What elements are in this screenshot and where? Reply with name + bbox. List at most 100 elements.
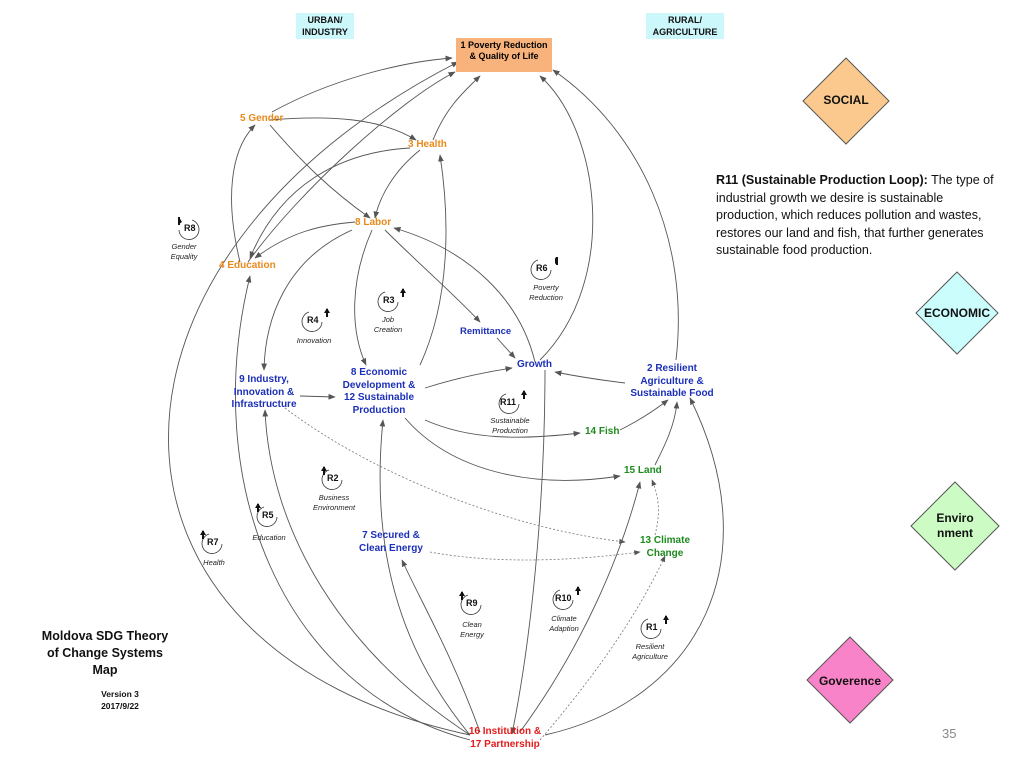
link-econ-health — [419, 154, 447, 366]
node-growth: Growth — [517, 359, 552, 370]
loop-r8-caption: Gender Equality — [170, 242, 198, 261]
node-fish: 14 Fish — [585, 426, 620, 437]
loop-r10: R10 — [552, 586, 581, 610]
node-clean-energy: 7 Secured & Clean Energy — [359, 530, 423, 554]
loop-r7-caption: Health — [203, 558, 225, 567]
loop-r1-id: R1 — [646, 622, 658, 632]
loop-r4-caption: Innovation — [296, 336, 332, 345]
loop-r8: R8 — [178, 217, 200, 240]
social-label: SOCIAL — [823, 93, 869, 107]
node-climate-change: 13 Climate Change — [639, 535, 691, 559]
link-labor-remittance — [384, 229, 481, 323]
link-agri-growth — [554, 370, 626, 384]
loop-r2-id: R2 — [327, 473, 339, 483]
loop-r11: R11 — [498, 390, 527, 414]
link-institution-agri — [544, 397, 724, 736]
link-gender-poverty — [271, 55, 453, 113]
link-industry-econ — [299, 393, 336, 400]
link-econ-fish — [424, 419, 581, 438]
map-title: Moldova SDG Theory of Change Systems Map — [41, 629, 169, 677]
link-institution-energy — [401, 559, 481, 733]
link-remittance-growth — [496, 337, 516, 359]
loop-r10-caption: Climate Adaption — [549, 614, 579, 633]
loop-r4-id: R4 — [307, 315, 319, 325]
loop-r10-id: R10 — [555, 593, 572, 603]
link-fish-agri — [619, 399, 669, 431]
environment-label: Enviro nment — [936, 511, 974, 540]
link-health-education — [249, 147, 411, 259]
link-institution-industry — [262, 409, 471, 736]
link-institution-poverty — [168, 61, 471, 736]
node-poverty-reduction: 1 Poverty Reduction & Quality of Life — [456, 38, 552, 72]
loop-r9-id: R9 — [466, 598, 478, 608]
loop-r11-id: R11 — [500, 397, 516, 407]
link-energy-climate — [429, 550, 641, 561]
link-labor-education — [254, 221, 356, 259]
link-climate-land — [651, 479, 659, 536]
link-institution-land — [519, 481, 642, 733]
link-gender-health — [269, 117, 417, 141]
link-health-poverty — [432, 75, 481, 141]
link-agri-poverty — [552, 69, 679, 361]
loop-r3-id: R3 — [383, 295, 395, 305]
link-land-agri — [654, 401, 680, 466]
link-institution-econ — [379, 419, 471, 736]
economic-diamond — [915, 271, 999, 355]
link-education-gender — [231, 124, 256, 263]
environment-diamond — [910, 481, 1000, 571]
loop-r2: R2 — [321, 466, 343, 490]
loop-r9: R9 — [459, 591, 482, 615]
link-education-poverty — [247, 71, 456, 263]
loop-r4: R4 — [301, 308, 330, 332]
link-growth-institution — [510, 369, 546, 735]
loop-r6-id: R6 — [536, 263, 548, 273]
loop-r6: R6 — [530, 257, 558, 280]
link-industry-climate — [284, 407, 626, 544]
governance-label: Goverence — [818, 674, 882, 688]
node-economic-development: 8 Economic Development & 12 Sustainable … — [342, 367, 416, 416]
link-institution-education — [234, 275, 471, 741]
loop-r5-id: R5 — [262, 510, 274, 520]
economic-label: ECONOMIC — [924, 306, 990, 320]
loop-r6-caption: Poverty Reduction — [529, 283, 563, 302]
urban-industry-header: URBAN/ INDUSTRY — [296, 13, 354, 39]
node-remittance: Remittance — [460, 326, 512, 337]
loop-r3-caption: Job Creation — [373, 315, 403, 334]
version-label: Version 3 — [101, 689, 139, 699]
node-industry-innovation: 9 Industry, Innovation & Infrastructure — [231, 374, 297, 410]
node-health: 3 Health — [408, 139, 447, 150]
node-education: 4 Education — [219, 260, 276, 271]
link-growth-poverty — [539, 75, 594, 361]
loop-r7: R7 — [200, 530, 223, 554]
rural-agriculture-header: RURAL/ AGRICULTURE — [646, 13, 724, 39]
version-date: 2017/9/22 — [101, 701, 139, 711]
loop-r11-caption: Sustainable Production — [490, 416, 530, 435]
link-labor-industry — [261, 229, 353, 371]
version-block: Version 3 2017/9/22 — [60, 688, 180, 712]
loop-r9-caption: Clean Energy — [460, 620, 484, 639]
node-resilient-agriculture: 2 Resilient Agriculture & Sustainable Fo… — [630, 363, 714, 399]
loop-r2-caption: Business Environment — [312, 493, 356, 512]
r11-description-body: The type of industrial growth we desire … — [716, 173, 994, 257]
node-institution-partnership: 16 Institution & 17 Partnership — [468, 726, 542, 750]
r11-description-title: R11 (Sustainable Production Loop): — [716, 173, 928, 187]
link-labor-econ — [354, 229, 373, 366]
loop-r1: R1 — [640, 615, 669, 639]
node-gender: 5 Gender — [240, 113, 284, 124]
link-health-labor — [373, 149, 421, 219]
loop-r5-caption: Education — [252, 533, 286, 542]
social-diamond — [802, 57, 890, 145]
loop-r8-id: R8 — [184, 223, 196, 233]
link-gender-labor — [269, 124, 371, 219]
page-number: 35 — [942, 726, 957, 741]
loop-r5: R5 — [255, 503, 278, 527]
loop-r7-id: R7 — [207, 537, 219, 547]
link-econ-land — [404, 417, 621, 481]
link-growth-labor — [393, 227, 536, 363]
r11-description: R11 (Sustainable Production Loop): The t… — [716, 172, 996, 260]
link-institution-climate — [539, 555, 666, 741]
loop-r3: R3 — [377, 288, 406, 312]
